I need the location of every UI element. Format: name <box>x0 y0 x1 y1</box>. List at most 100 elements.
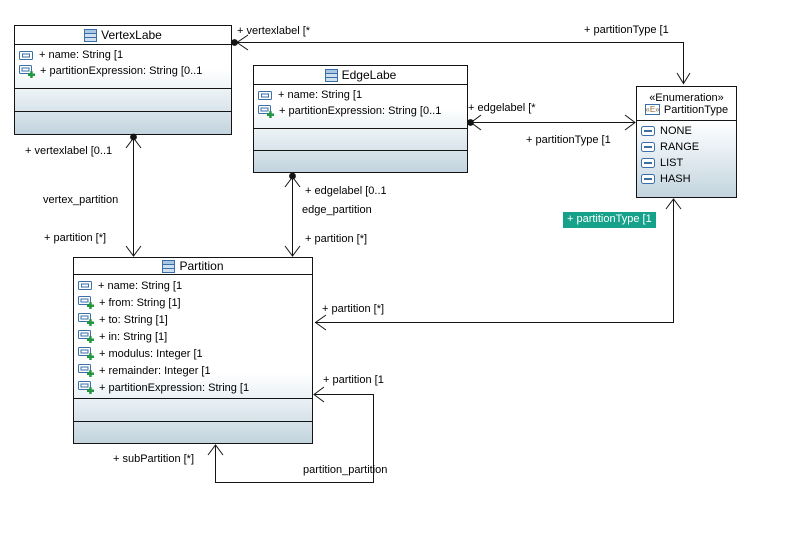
enum-literal-icon <box>641 158 655 168</box>
attribute-text: + name: String [1 <box>278 89 363 101</box>
property-add-icon <box>78 330 94 343</box>
enumeration-header[interactable]: «Enumeration» «E» PartitionType <box>637 87 736 120</box>
end-label-partition-star-left[interactable]: + partition [*] <box>44 232 107 244</box>
stereotype-label: «Enumeration» <box>649 91 724 104</box>
enum-literal-row[interactable]: RANGE <box>637 139 736 155</box>
owned-end-dot <box>467 119 474 126</box>
enum-literal-icon <box>641 142 655 152</box>
empty-compartment[interactable] <box>15 88 231 111</box>
enum-literal-row[interactable]: LIST <box>637 155 736 171</box>
attribute-row[interactable]: + to: String [1] <box>74 311 312 328</box>
class-title: EdgeLabe <box>341 68 397 82</box>
enum-literal-icon <box>641 126 655 136</box>
literal-compartment[interactable]: NONE RANGE LIST <box>637 120 736 197</box>
attribute-row[interactable]: + name: String [1 <box>74 277 312 294</box>
navigable-arrow <box>125 245 142 257</box>
attribute-row[interactable]: + from: String [1] <box>74 294 312 311</box>
attribute-compartment[interactable]: + name: String [1 + from: String [1] <box>74 274 312 398</box>
association-name-edge-partition[interactable]: edge_partition <box>302 204 372 216</box>
class-header-vertexlabe[interactable]: VertexLabe <box>15 26 231 44</box>
association-name-vertex-partition[interactable]: vertex_partition <box>43 194 119 206</box>
property-add-icon <box>78 313 94 326</box>
enum-literal-text: HASH <box>660 173 691 185</box>
attribute-compartment[interactable]: + name: String [1 + partitionExpression:… <box>254 84 467 128</box>
attribute-text: + from: String [1] <box>99 296 181 309</box>
navigable-arrow <box>125 137 142 149</box>
navigable-arrow <box>207 444 224 456</box>
property-add-icon <box>78 347 94 360</box>
attribute-row[interactable]: + remainder: Integer [1 <box>74 362 312 379</box>
navigable-arrow <box>624 114 636 131</box>
end-label-partition-1[interactable]: + partition [1 <box>323 374 384 386</box>
attribute-compartment[interactable]: + name: String [1 + partitionExpression:… <box>15 44 231 88</box>
enumeration-box-partitiontype[interactable]: «Enumeration» «E» PartitionType <box>636 86 737 198</box>
end-label-partitiontype-top[interactable]: + partitionType [1 <box>584 24 669 36</box>
empty-compartment[interactable] <box>74 398 312 421</box>
end-label-edgelabel-star[interactable]: + edgelabel [* <box>468 102 536 114</box>
attribute-text: + partitionExpression: String [1 <box>99 381 250 394</box>
end-label-partitiontype-selected[interactable]: + partitionType [1 <box>563 212 656 228</box>
property-add-icon <box>78 296 94 309</box>
enum-literal-text: LIST <box>660 157 684 169</box>
attribute-text: + partitionExpression: String [0..1 <box>279 105 442 117</box>
enum-literal-row[interactable]: NONE <box>637 123 736 139</box>
attribute-text: + name: String [1 <box>98 279 183 292</box>
class-title: VertexLabe <box>101 28 162 42</box>
empty-compartment[interactable] <box>74 420 312 444</box>
enumeration-title: PartitionType <box>663 103 729 116</box>
property-add-icon <box>19 64 35 78</box>
enum-literal-text: RANGE <box>660 141 700 153</box>
property-add-icon <box>258 104 274 118</box>
association-edge-partition[interactable] <box>284 172 301 257</box>
property-add-icon <box>78 364 94 377</box>
empty-compartment[interactable] <box>254 150 467 172</box>
attribute-text: + partitionExpression: String [0..1 <box>40 65 203 77</box>
class-icon <box>324 68 338 82</box>
association-name-partition-partition[interactable]: partition_partition <box>303 464 388 476</box>
empty-compartment[interactable] <box>254 128 467 150</box>
class-box-partition[interactable]: Partition + name: String [1 <box>73 257 313 444</box>
enum-literal-icon <box>641 174 655 184</box>
end-label-partitiontype-mid[interactable]: + partitionType [1 <box>526 134 611 146</box>
attribute-row[interactable]: + name: String [1 <box>254 87 467 103</box>
class-header-partition[interactable]: Partition <box>74 258 312 274</box>
navigable-arrow <box>470 114 482 131</box>
navigable-arrow <box>313 386 325 403</box>
class-title: Partition <box>179 259 224 273</box>
end-label-partition-star-mid[interactable]: + partition [*] <box>305 233 368 245</box>
association-vertex-partition[interactable] <box>125 133 142 257</box>
owned-end-dot <box>231 39 238 46</box>
class-box-edgelabe[interactable]: EdgeLabe + name: String [1 <box>253 65 468 173</box>
attribute-row[interactable]: + in: String [1] <box>74 328 312 345</box>
navigable-arrow <box>314 314 327 331</box>
class-header-edgelabe[interactable]: EdgeLabe <box>254 66 467 84</box>
navigable-arrow <box>676 72 691 85</box>
end-label-edgelabel-01[interactable]: + edgelabel [0..1 <box>305 185 387 197</box>
end-label-vertexlabel-01[interactable]: + vertexlabel [0..1 <box>25 145 113 157</box>
attribute-row[interactable]: + partitionExpression: String [0..1 <box>15 63 231 79</box>
property-icon <box>19 50 34 61</box>
svg-text:«E»: «E» <box>645 105 660 114</box>
property-add-icon <box>78 381 94 394</box>
attribute-row[interactable]: + partitionExpression: String [1 <box>74 379 312 396</box>
attribute-row[interactable]: + partitionExpression: String [0..1 <box>254 103 467 119</box>
navigable-arrow <box>284 245 301 257</box>
end-label-partition-star-right[interactable]: + partition [*] <box>322 303 385 315</box>
attribute-text: + modulus: Integer [1 <box>99 347 203 360</box>
owned-end-dot <box>289 172 296 180</box>
end-label-subpartition-star[interactable]: + subPartition [*] <box>113 453 195 465</box>
end-label-vertexlabel-star[interactable]: + vertexlabel [* <box>237 25 311 37</box>
attribute-text: + remainder: Integer [1 <box>99 364 211 377</box>
association-edgelabel-partitiontype[interactable] <box>467 114 636 131</box>
navigable-arrow <box>665 198 682 210</box>
navigable-arrow <box>284 176 301 188</box>
attribute-row[interactable]: + name: String [1 <box>15 47 231 63</box>
attribute-row[interactable]: + modulus: Integer [1 <box>74 345 312 362</box>
empty-compartment[interactable] <box>15 111 231 134</box>
class-icon <box>84 28 98 42</box>
property-icon <box>78 280 93 291</box>
attribute-text: + in: String [1] <box>99 330 168 343</box>
class-box-vertexlabe[interactable]: VertexLabe + name: String [1 <box>14 25 232 135</box>
enum-literal-row[interactable]: HASH <box>637 171 736 187</box>
